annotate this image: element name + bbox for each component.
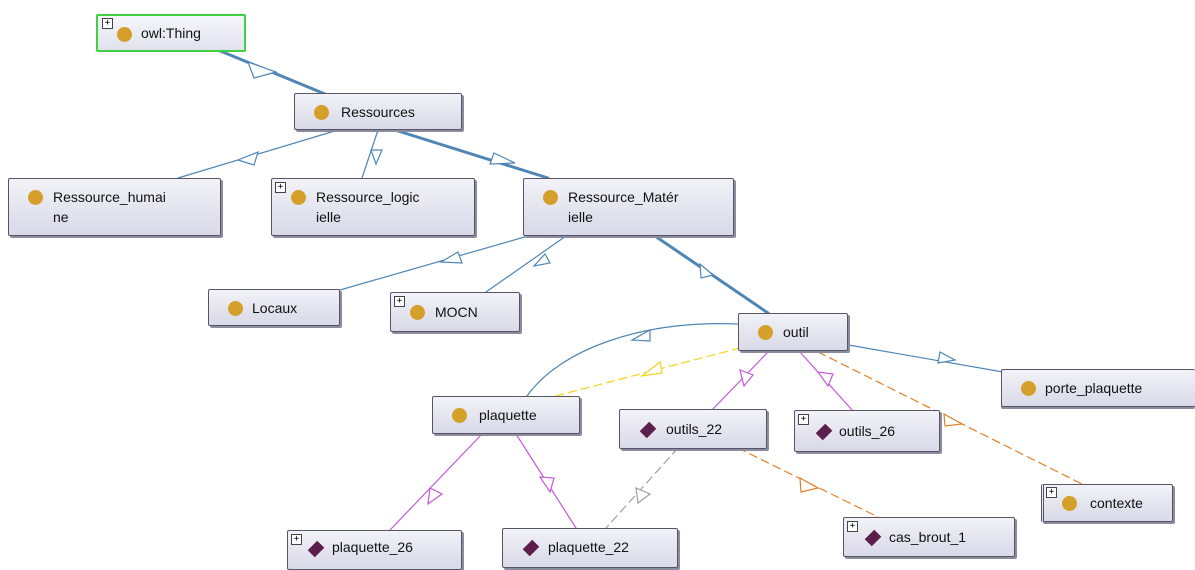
- arrow-outil-plaquette-prop: [639, 360, 663, 377]
- edge-materielle-mocn: [485, 235, 567, 293]
- node-label: Ressources: [341, 104, 415, 120]
- edge-outil-outils22: [711, 351, 769, 411]
- node-cas-brout-1[interactable]: + cas_brout_1: [843, 517, 1015, 557]
- arrow-outils22-plaquette22: [635, 487, 652, 505]
- node-contexte[interactable]: + contexte: [1041, 484, 1173, 522]
- arrow-outils22-casbrout: [799, 476, 820, 493]
- individual-icon: [639, 421, 657, 439]
- node-ressources[interactable]: Ressources: [294, 93, 462, 130]
- arrow-materielle-locaux: [438, 251, 463, 264]
- node-porte-plaquette[interactable]: porte_plaquette: [1001, 369, 1195, 407]
- node-label: Ressource_Matér ielle: [568, 189, 679, 225]
- node-outils-26[interactable]: + outils_26: [794, 410, 940, 452]
- node-label: contexte: [1090, 495, 1143, 511]
- arrow-ressources-humaine: [236, 150, 259, 166]
- class-icon: [543, 190, 558, 205]
- class-icon: [410, 305, 425, 320]
- node-label: porte_plaquette: [1045, 380, 1143, 396]
- edge-ressources-materielle: [393, 128, 550, 180]
- arrow-outil-contexte: [943, 412, 964, 427]
- arrow-ressources-materielle: [489, 152, 516, 165]
- edge-outil-porte: [819, 339, 1004, 373]
- node-label: Ressource_humai ne: [53, 189, 166, 225]
- arrow-materielle-mocn: [532, 252, 551, 267]
- node-mocn[interactable]: + MOCN: [390, 292, 520, 332]
- edge-materielle-locaux: [339, 235, 529, 291]
- arrow-plaquette-plaquette22: [538, 476, 555, 494]
- expand-icon[interactable]: +: [1046, 487, 1057, 498]
- expand-icon[interactable]: +: [798, 414, 809, 425]
- class-icon: [291, 190, 306, 205]
- node-outil[interactable]: outil: [738, 313, 848, 351]
- class-icon: [452, 408, 467, 423]
- class-icon: [228, 301, 243, 316]
- class-icon: [1021, 381, 1036, 396]
- node-locaux[interactable]: Locaux: [208, 289, 340, 326]
- node-plaquette-22[interactable]: plaquette_22: [502, 528, 678, 568]
- arrow-thing-ressources: [246, 61, 278, 79]
- edge-outils22-plaquette22: [605, 447, 679, 529]
- node-label: cas_brout_1: [889, 529, 967, 545]
- expand-icon[interactable]: +: [275, 182, 286, 193]
- node-owl-thing[interactable]: + owl:Thing: [96, 14, 246, 52]
- arrow-outil-plaquette: [629, 328, 651, 342]
- node-label: Locaux: [252, 300, 298, 316]
- arrow-plaquette-plaquette26: [427, 487, 444, 506]
- node-label: plaquette: [479, 407, 537, 423]
- node-label: Ressource_logic ielle: [316, 189, 420, 225]
- individual-icon: [307, 540, 325, 558]
- edge-ressources-logicielle: [361, 129, 379, 179]
- individual-icon: [522, 539, 540, 557]
- arrow-outil-porte: [937, 351, 957, 364]
- node-label: outil: [783, 324, 809, 340]
- node-label: plaquette_26: [332, 539, 413, 555]
- node-label: MOCN: [435, 304, 478, 320]
- expand-icon[interactable]: +: [394, 296, 405, 307]
- expand-icon[interactable]: +: [291, 534, 302, 545]
- node-label: outils_26: [839, 423, 896, 439]
- arrow-ressources-logicielle: [370, 149, 383, 166]
- individual-icon: [815, 423, 833, 441]
- class-icon: [314, 105, 329, 120]
- node-label: plaquette_22: [548, 539, 629, 555]
- node-ressource-humaine[interactable]: Ressource_humai ne: [8, 178, 221, 236]
- node-label: owl:Thing: [141, 25, 201, 41]
- individual-icon: [864, 529, 882, 547]
- class-icon: [758, 325, 773, 340]
- node-outils-22[interactable]: outils_22: [619, 409, 767, 449]
- arrow-materielle-outil: [699, 262, 715, 279]
- node-plaquette[interactable]: plaquette: [432, 396, 580, 434]
- expand-icon[interactable]: +: [102, 18, 113, 29]
- class-icon: [28, 190, 43, 205]
- class-icon: [1062, 496, 1077, 511]
- arrow-outil-outils22: [739, 369, 754, 388]
- node-plaquette-26[interactable]: + plaquette_26: [287, 530, 462, 570]
- node-ressource-materielle[interactable]: Ressource_Matér ielle: [523, 178, 734, 236]
- expand-icon[interactable]: +: [847, 521, 858, 532]
- edge-outil-plaquette: [526, 323, 739, 397]
- node-label: outils_22: [666, 421, 723, 437]
- class-icon: [117, 27, 132, 42]
- edge-plaquette-plaquette26: [389, 433, 483, 531]
- node-ressource-logicielle[interactable]: + Ressource_logic ielle: [271, 178, 475, 236]
- arrow-outil-outils26: [816, 371, 834, 388]
- edge-outil-plaquette-prop: [547, 347, 741, 399]
